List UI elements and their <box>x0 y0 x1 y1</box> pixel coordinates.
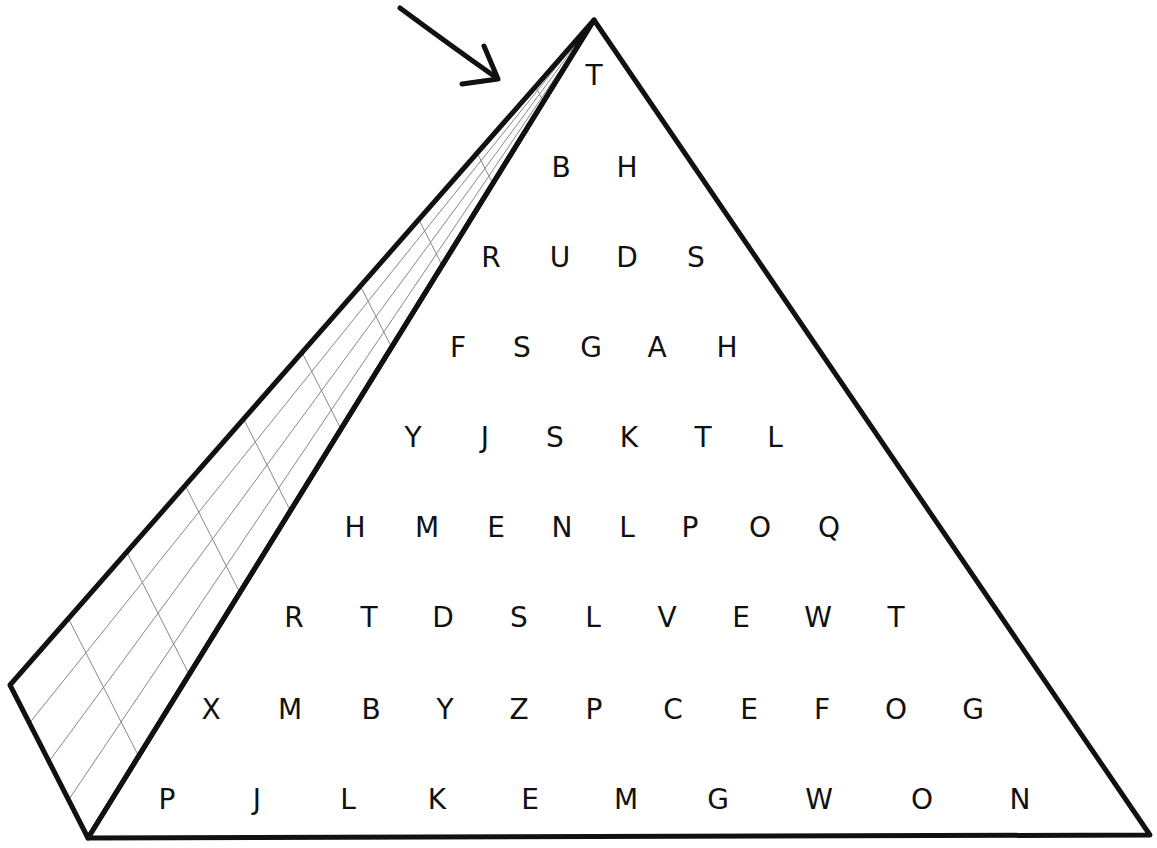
pyramid-letter: B <box>361 696 380 724</box>
pyramid-letter: E <box>521 786 539 814</box>
pyramid-letter: P <box>586 696 603 724</box>
pyramid-letter: S <box>513 334 531 362</box>
pyramid-letter: L <box>619 514 635 542</box>
pyramid-letter: T <box>360 604 377 632</box>
pyramid-letter: A <box>647 334 666 362</box>
pyramid-letter: C <box>663 696 683 724</box>
pyramid-letter: L <box>340 786 356 814</box>
pyramid-letter: D <box>616 244 638 272</box>
pyramid-letter: Q <box>818 514 840 542</box>
pyramid-letter: O <box>749 514 771 542</box>
pyramid-letter: K <box>428 786 446 814</box>
pyramid-letter: J <box>253 786 261 814</box>
pyramid-letter: Y <box>436 696 453 724</box>
pyramid-letter: F <box>814 696 830 724</box>
pyramid-letter: S <box>546 424 564 452</box>
pyramid-letter: N <box>1010 786 1031 814</box>
pyramid-letter: Y <box>404 424 421 452</box>
pyramid-letter: Z <box>509 696 528 724</box>
arrow-head <box>462 46 498 84</box>
pyramid-letter: H <box>344 514 365 542</box>
pyramid-letter: K <box>620 424 638 452</box>
pyramid-letter: N <box>552 514 573 542</box>
pyramid-letter: F <box>450 334 466 362</box>
pyramid-letter: G <box>580 334 602 362</box>
pyramid-letter: E <box>732 604 750 632</box>
pyramid-letter: H <box>616 154 637 182</box>
pyramid-letter: B <box>551 154 570 182</box>
pyramid-letter: E <box>487 514 505 542</box>
pyramid-letter: M <box>278 696 302 724</box>
pyramid-letter: X <box>201 696 220 724</box>
pyramid-letter: D <box>432 604 454 632</box>
pyramid-letter: M <box>614 786 638 814</box>
pyramid-letter: E <box>740 696 758 724</box>
pyramid-letter: O <box>885 696 907 724</box>
pyramid-letter: V <box>657 604 676 632</box>
pyramid-letter: T <box>694 424 711 452</box>
pyramid-letter: U <box>550 244 571 272</box>
pyramid-letter: H <box>716 334 737 362</box>
pyramid-letter: L <box>585 604 601 632</box>
pyramid-letter: J <box>481 424 489 452</box>
pyramid-letter: G <box>707 786 729 814</box>
pyramid-letter: T <box>887 604 904 632</box>
pyramid-letter: M <box>415 514 439 542</box>
pyramid-letter: R <box>284 604 303 632</box>
pointer-arrow <box>400 8 494 76</box>
pyramid-face <box>88 20 1150 838</box>
pyramid-letter: L <box>767 424 783 452</box>
pyramid-letter: G <box>962 696 984 724</box>
pyramid-letter: P <box>682 514 699 542</box>
pyramid-letter: P <box>159 786 176 814</box>
pyramid-letter: R <box>481 244 500 272</box>
pyramid-side <box>10 20 594 838</box>
pyramid-letter: T <box>585 62 602 90</box>
pyramid-letter: W <box>804 604 832 632</box>
pyramid-letter: O <box>911 786 933 814</box>
pyramid-letter: S <box>687 244 705 272</box>
pyramid-letter: S <box>510 604 528 632</box>
side-grid <box>30 20 595 800</box>
pyramid-letter: W <box>805 786 833 814</box>
